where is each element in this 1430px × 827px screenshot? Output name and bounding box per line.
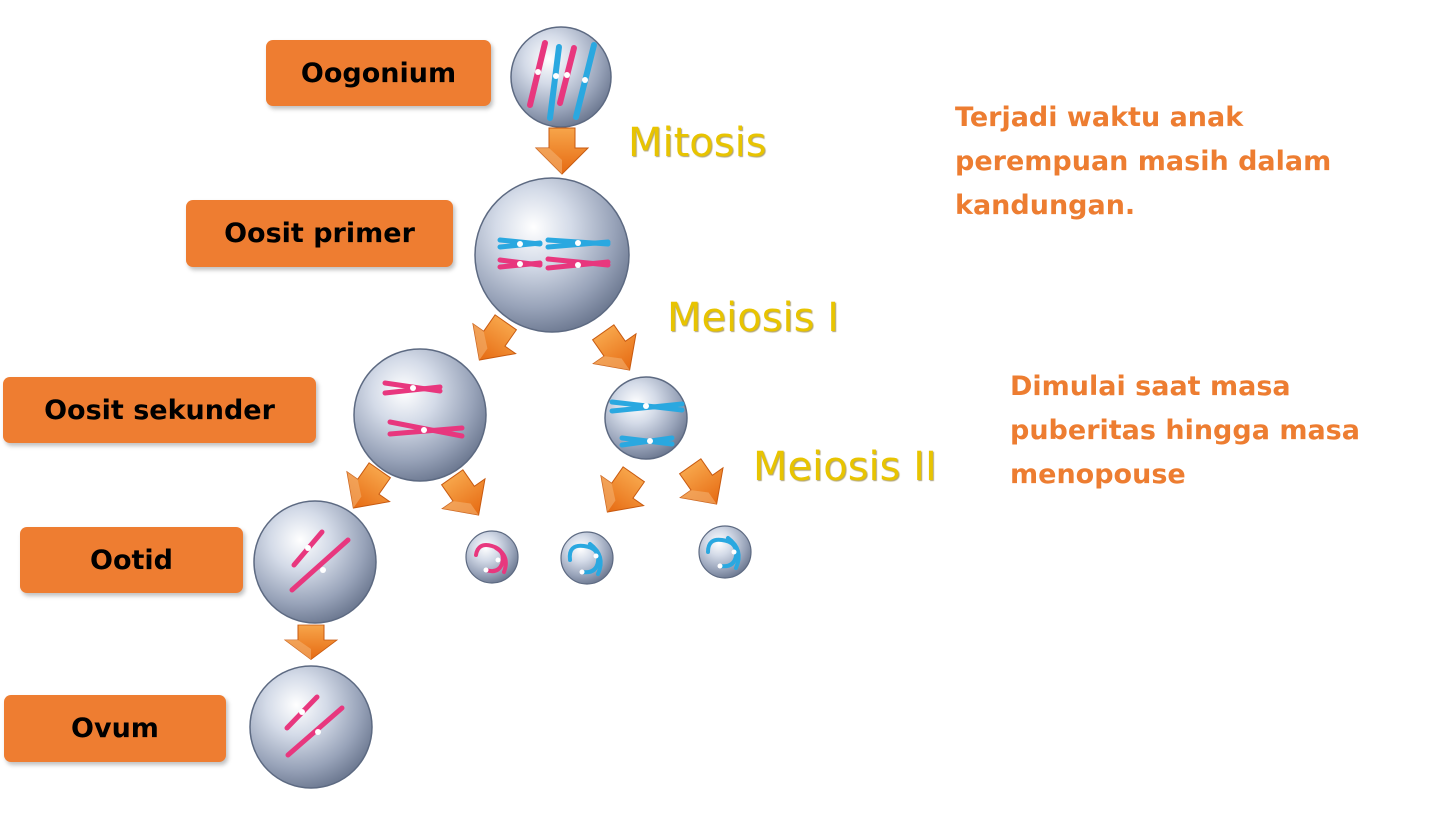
label-oosit-sekunder: Oosit sekunder [3,377,316,443]
cell-oosit-sekunder [353,348,487,482]
cell-polar-body-2a [465,530,519,584]
label-ootid: Ootid [20,527,243,593]
arrow-mitosis [535,127,589,175]
arrow-meiosis2-polar-c [668,450,739,520]
note-line: puberitas hingga masa [1010,415,1360,446]
note-meiosis-timing: Dimulai saat masa puberitas hingga masa … [1010,365,1360,497]
cell-ootid [253,500,377,624]
cell-polar-body-2c [698,525,752,579]
note-line: perempuan masih dalam [955,146,1332,177]
note-line: Terjadi waktu anak [955,102,1244,133]
cell-polar-body-2b [560,531,614,585]
note-line: Dimulai saat masa [1010,371,1291,402]
label-ovum: Ovum [4,695,226,762]
arrow-ovum [284,624,338,660]
label-oogonium: Oogonium [266,40,491,106]
chromosome-blue [547,44,562,121]
note-line: kandungan. [955,190,1136,221]
label-oosit-primer: Oosit primer [186,200,453,267]
cell-oogonium [510,26,612,128]
note-mitosis-timing: Terjadi waktu anak perempuan masih dalam… [955,96,1331,228]
cell-polar-body-1 [604,376,688,460]
note-line: menopouse [1010,459,1186,490]
cell-oosit-primer [474,177,630,333]
arrow-meiosis2-polar-b [585,458,656,528]
process-meiosis-1: Meiosis I [667,295,840,341]
process-mitosis: Mitosis [628,120,767,166]
process-meiosis-2: Meiosis II [753,444,937,490]
arrow-meiosis1-right [581,316,652,386]
cell-ovum [249,665,373,789]
